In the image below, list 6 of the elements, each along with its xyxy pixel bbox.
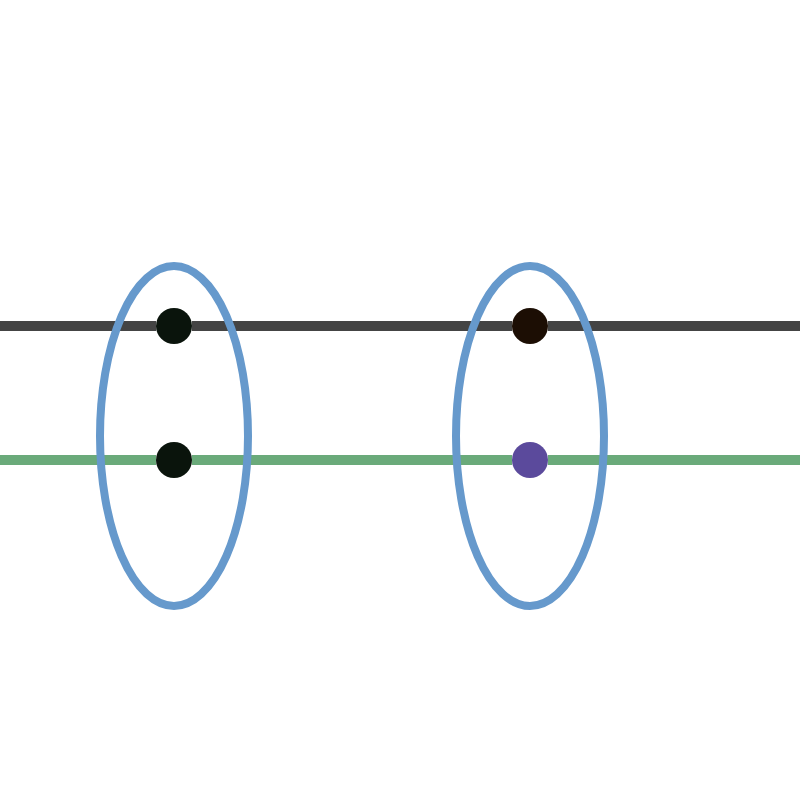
line xyxy=(192,321,512,331)
line xyxy=(548,455,800,465)
line xyxy=(0,455,156,465)
line xyxy=(548,321,800,331)
line xyxy=(192,455,512,465)
line xyxy=(0,321,156,331)
